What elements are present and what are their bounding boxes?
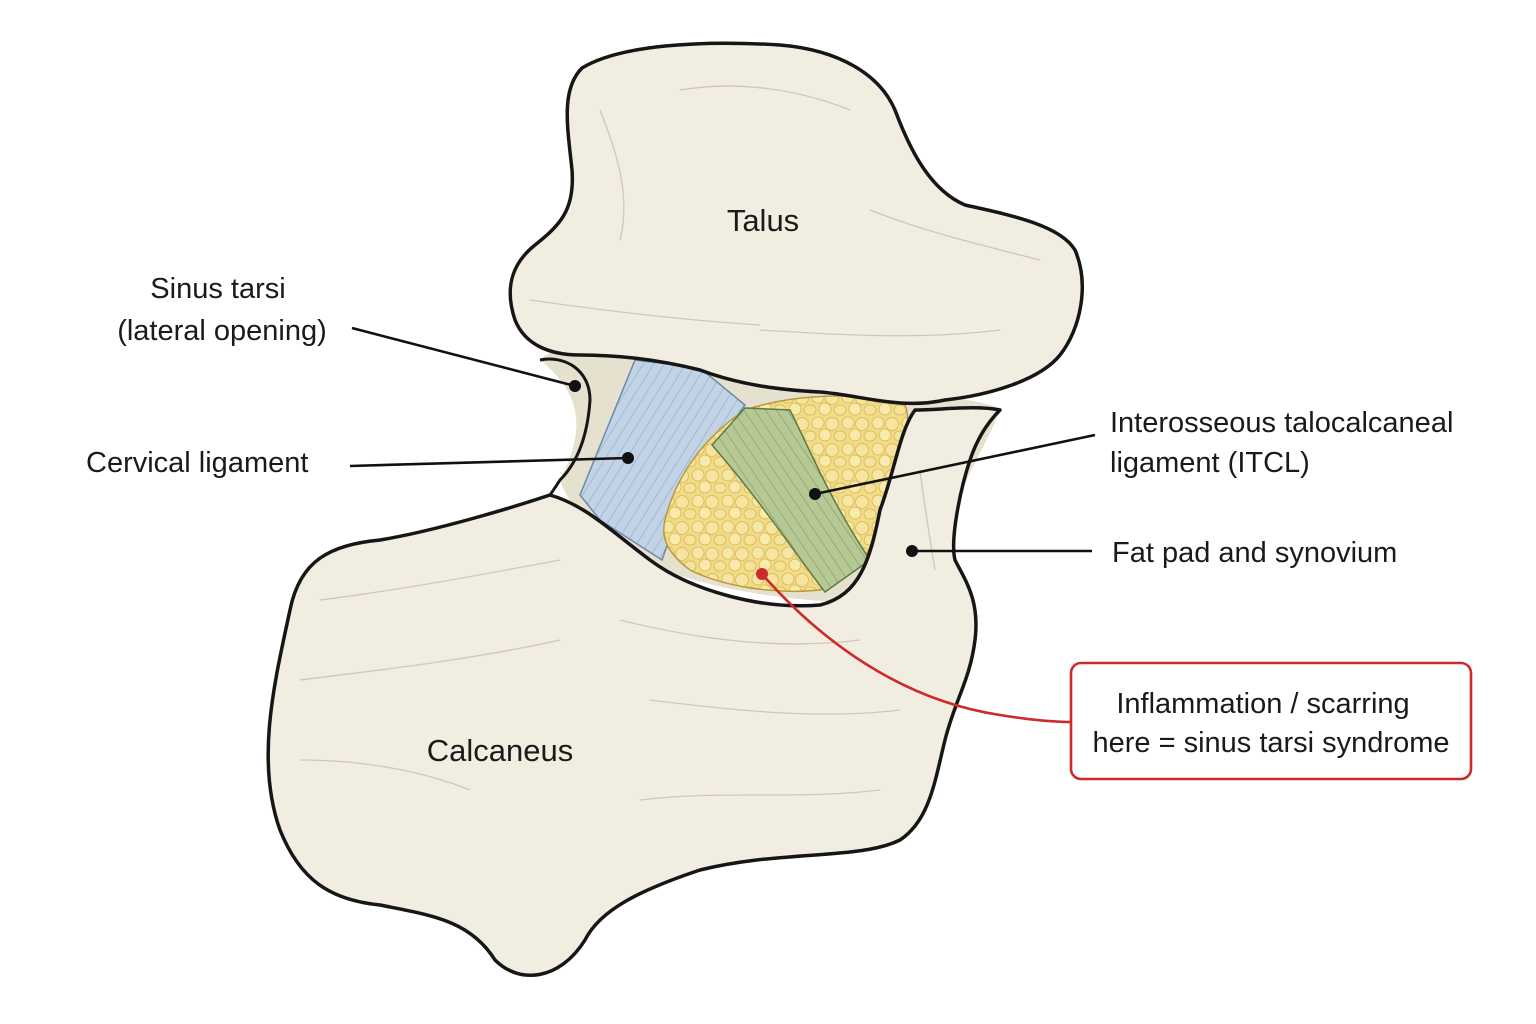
callout-text-line1: Inflammation / scarring (1116, 688, 1409, 720)
itcl-sublabel: ligament (ITCL) (1110, 447, 1310, 479)
sinus-tarsi-sublabel: (lateral opening) (117, 315, 327, 347)
callout-marker (756, 568, 768, 580)
cervical-ligament-label: Cervical ligament (86, 447, 308, 479)
sinus-tarsi-label: Sinus tarsi (150, 273, 285, 305)
calcaneus-bone (266, 406, 1002, 978)
callout-box (1069, 661, 1473, 781)
itcl-shape (710, 407, 872, 594)
fat-pad-marker (906, 545, 918, 557)
cervical-ligament-leader (349, 456, 629, 468)
itcl-marker (809, 488, 821, 500)
sinus-opening-edge (539, 357, 592, 496)
calcaneus-shading (299, 469, 936, 801)
itcl-label: Interosseous talocalcaneal (1110, 407, 1453, 439)
itcl-leader (814, 433, 1096, 496)
cervical-ligament-marker (622, 452, 634, 464)
calcaneus-label: Calcaneus (427, 733, 573, 768)
sinus-tarsi-marker (569, 380, 581, 392)
callout-leader (761, 573, 1073, 724)
sinus-tarsi-leader (351, 326, 576, 388)
talus-shading (529, 85, 1041, 337)
talus-label: Talus (727, 203, 799, 238)
talus-bone (508, 41, 1084, 406)
callout-text-line2: here = sinus tarsi syndrome (1092, 727, 1449, 759)
fat-pad-label: Fat pad and synovium (1112, 537, 1397, 569)
